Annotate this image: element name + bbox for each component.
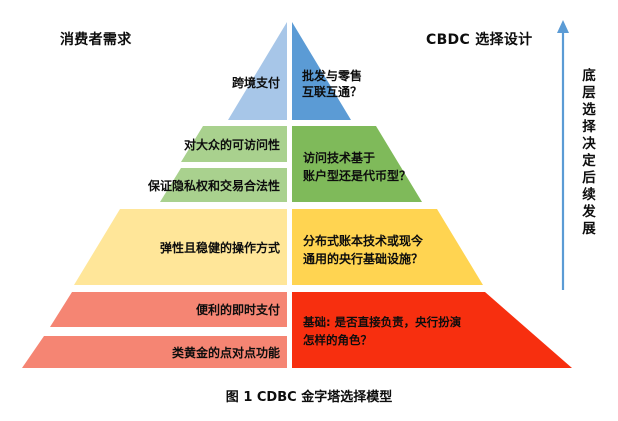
tier-1-right-line-1: 互联互通？ xyxy=(302,84,362,99)
tier-4-foundation: 便利的即时支付 类黄金的点对点功能 基础: 是否直接负责，央行扮演 怎样的角色？ xyxy=(22,292,572,368)
tier-1-right-shape xyxy=(292,22,351,120)
tier-2-right-line-0: 访问技术基于 xyxy=(303,150,375,165)
tier-3-right-shape xyxy=(292,209,483,285)
tier-3-right-line-0: 分布式账本技术或现今 xyxy=(303,233,424,248)
figure-caption: 图 1 CDBC 金字塔选择模型 xyxy=(225,390,393,405)
tier-4-right-line-0: 基础: 是否直接负责，央行扮演 xyxy=(302,315,462,329)
tier-2-right-shape xyxy=(292,126,422,202)
tier-3-left-label-0: 弹性且稳健的操作方式 xyxy=(160,240,280,255)
tier-2-left-shape-1 xyxy=(160,168,287,202)
tier-4-right-line-1: 怎样的角色？ xyxy=(303,333,372,347)
arrow-vertical-label: 底层选择决定后续发展 xyxy=(582,68,596,237)
tier-4-left-label-1: 类黄金的点对点功能 xyxy=(172,345,280,360)
tier-4-left-label-0: 便利的即时支付 xyxy=(196,302,280,317)
tier-3-right-line-1: 通用的央行基础设施？ xyxy=(303,251,423,266)
tier-2-left-label-0: 对大众的可访问性 xyxy=(184,137,280,152)
tier-1-right-line-0: 批发与零售 xyxy=(302,68,362,83)
tier-4-left-shape-1 xyxy=(22,336,287,368)
header-cbdc-design-choice: CBDC 选择设计 xyxy=(426,32,533,48)
upward-arrow xyxy=(557,20,569,290)
tier-1-top: 跨境支付 批发与零售 互联互通？ xyxy=(228,22,362,120)
tier-2-access: 对大众的可访问性 保证隐私权和交易合法性 访问技术基于 账户型还是代币型？ xyxy=(147,126,422,202)
tier-1-left-shape xyxy=(228,22,287,120)
tier-4-left-shape-0 xyxy=(50,292,287,327)
tier-2-left-label-1: 保证隐私权和交易合法性 xyxy=(147,178,280,193)
arrow-head-icon xyxy=(557,20,569,33)
tier-1-left-label-0: 跨境支付 xyxy=(232,75,280,90)
tier-2-left-shape-0 xyxy=(181,126,287,162)
tier-3-left-shape xyxy=(74,209,287,285)
tier-4-right-shape-ext xyxy=(292,292,572,368)
tier-3-operation: 弹性且稳健的操作方式 分布式账本技术或现今 通用的央行基础设施？ xyxy=(74,209,483,285)
tier-2-right-line-1: 账户型还是代币型？ xyxy=(303,168,411,183)
header-consumer-demand: 消费者需求 xyxy=(60,32,132,48)
